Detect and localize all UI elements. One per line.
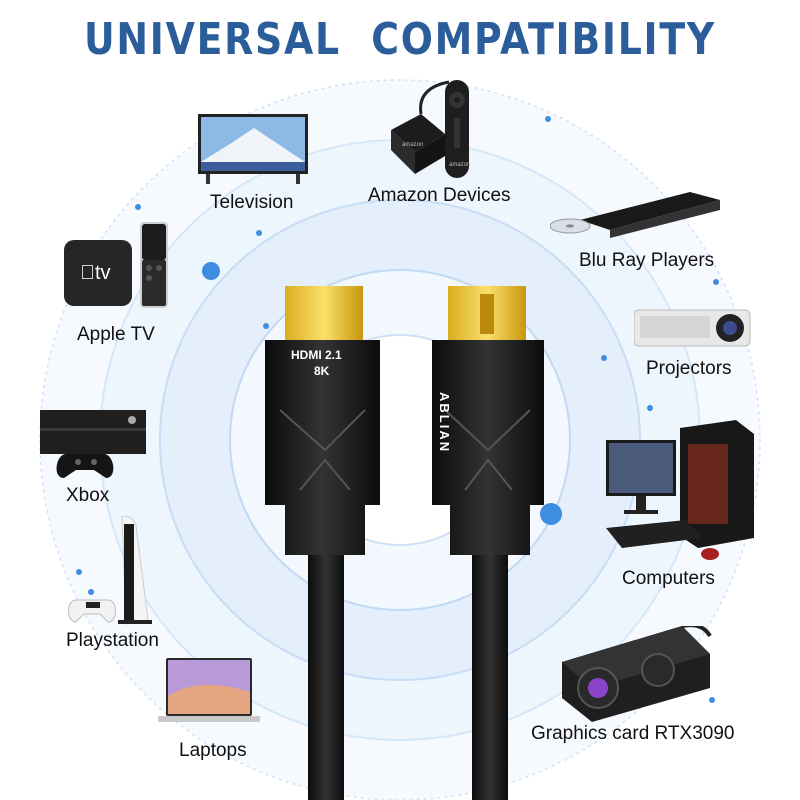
ring-dot [709,697,715,703]
cable-spec-label: 8K [314,364,330,378]
television-icon [198,114,308,184]
laptops-label: Laptops [179,740,247,761]
ring-dot [540,503,562,525]
ring-dot [76,569,82,575]
blu-ray-player-icon [550,192,720,238]
amazon-devices-icon [391,80,469,178]
ring-dot [256,230,262,236]
xbox-label: Xbox [66,485,110,506]
ring-dot [601,355,607,361]
graphics-card-label: Graphics card RTX3090 [531,723,735,744]
blu-ray-players-label: Blu Ray Players [579,250,715,271]
xbox-icon [40,410,146,478]
ring-dot [647,405,653,411]
apple-tv-icon [64,222,168,308]
projector-icon [634,309,751,347]
cable-maker-label: ABLIAN [437,392,452,454]
computers-label: Computers [622,568,715,589]
amazon-box-wordmark: amazon [402,142,424,148]
ring-dot [263,323,269,329]
playstation-label: Playstation [66,630,159,651]
playstation-icon [68,516,152,625]
ring-dot [88,589,94,595]
apple-tv-label: Apple TV [77,324,155,345]
amazon-devices-label: Amazon Devices [368,185,511,206]
ring-dot [202,262,220,280]
laptop-icon [158,658,260,722]
apple-tv-badge-text: tv [80,262,111,284]
apple-tv-badge: tv [80,262,111,285]
ring-dot [135,204,141,210]
amazon-remote-wordmark: amazon [449,162,471,168]
television-label: Television [210,192,294,213]
computer-icon [606,420,754,560]
hdmi-cable-illustration [265,286,544,800]
ring-dot [713,279,719,285]
ring-dot [545,116,551,122]
graphics-card-icon [562,626,712,722]
page-title: UNIVERSAL COMPATIBILITY [83,14,717,65]
cable-brand-label: HDMI 2.1 [291,348,342,362]
projectors-label: Projectors [646,358,732,379]
